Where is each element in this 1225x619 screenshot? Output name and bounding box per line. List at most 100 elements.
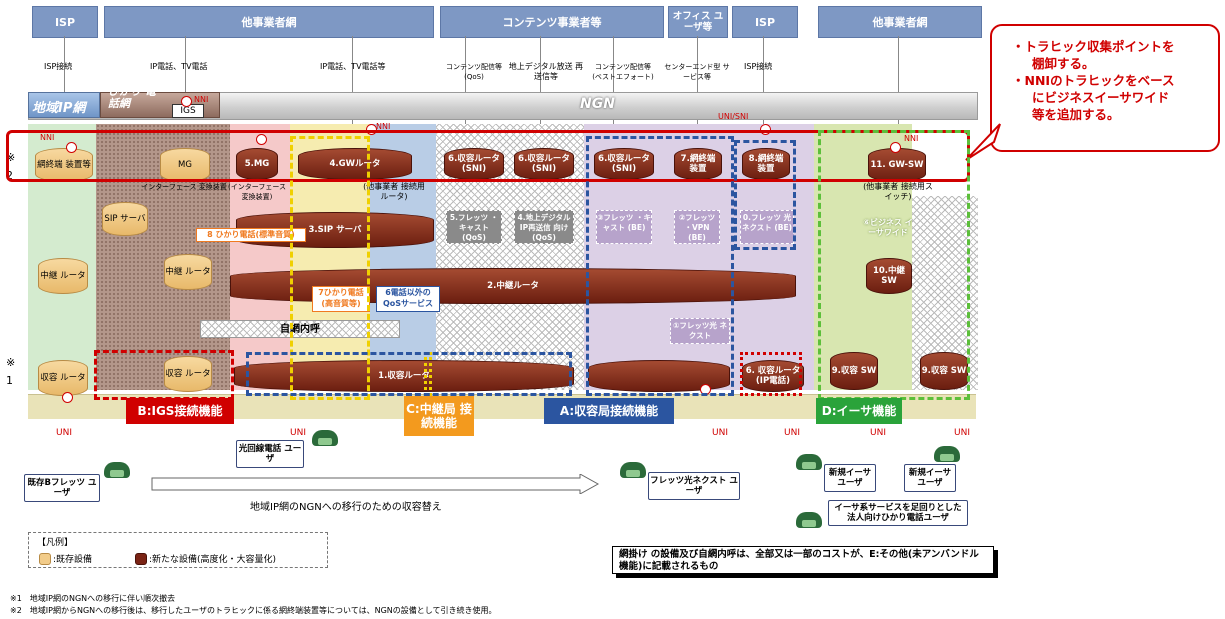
- connector-line: [64, 36, 65, 92]
- service-center-end: センターエンド型 サービス等: [664, 63, 730, 81]
- tag-igs-function: B:IGS接続機能: [126, 398, 234, 424]
- mg-old: MG: [160, 148, 210, 182]
- connector-line: [352, 36, 353, 126]
- function-flets-cast-qos: 5.フレッツ ・キャスト (QoS): [446, 210, 502, 244]
- cost-note-box: 網掛け の設備及び自網内呼は、全部又は一部のコストが、E:その他(未アンバンドル…: [612, 546, 994, 574]
- nni-marker: [66, 142, 77, 153]
- tag-access-function: A:収容局接続機能: [544, 398, 674, 424]
- connector-line: [898, 36, 899, 126]
- function-terrestrial-qos: 4.地上デジタル IP再送信 向け(QoS): [514, 210, 574, 244]
- tag-ether-function: D:イーサ機能: [816, 398, 902, 424]
- pc-icon: [796, 454, 822, 470]
- callout-line: 棚卸する。: [1032, 56, 1095, 71]
- ether-switch-1: 9.収容 SW: [830, 352, 878, 390]
- uni-label: UNI: [870, 428, 886, 438]
- relay-switch: 10.中継 SW: [866, 258, 912, 294]
- legend-title: 【凡例】: [37, 538, 74, 548]
- header-other-carrier-left: 他事業者網: [104, 6, 434, 38]
- service-content-besteffort: コンテンツ配信等 (ベストエフォート): [592, 63, 654, 81]
- phone-icon: [104, 462, 130, 478]
- net-termination-7: 7.網終端 装置: [674, 148, 722, 180]
- callout-pointer: [965, 123, 1001, 161]
- uni-sni-label: UNI/SNI: [718, 112, 749, 121]
- nni-marker: [760, 124, 771, 135]
- self-network-call: 自網内呼: [200, 320, 400, 338]
- legend-old-swatch: [39, 553, 51, 565]
- nni-label: NNI: [40, 133, 55, 142]
- function-hikari-hq: 7ひかり電話 (高音質等): [312, 286, 370, 312]
- interface-converter-new: (インターフェース 変換装置): [228, 183, 286, 201]
- connector-line: [185, 36, 186, 92]
- relay-function-outline: [290, 136, 370, 400]
- header-other-carrier-right: 他事業者網: [818, 6, 982, 38]
- legend-old: :既存設備: [53, 555, 93, 565]
- phone-icon: [312, 430, 338, 446]
- service-content-qos: コンテンツ配信等 (QoS): [446, 63, 502, 81]
- function-business-ether: ⑥ビジネス イーサワイド: [863, 218, 913, 237]
- user-existing-bflets: 既存Bフレッツ ユーザ: [24, 474, 100, 502]
- header-content-providers: コンテンツ事業者等: [440, 6, 664, 38]
- nni-marker: [62, 392, 73, 403]
- hikari-phone-label: ひかり 電話網: [108, 85, 156, 110]
- gw-router: 4.GWルータ: [298, 148, 412, 180]
- nni-label: NNI: [376, 122, 391, 131]
- service-ip-tv-phone: IP電話、TV電話: [150, 62, 208, 71]
- mg-new: 5.MG: [236, 148, 278, 180]
- tag-relay-function: C:中継局 接続機能: [404, 396, 474, 436]
- note-mark-2: ※ 2: [6, 151, 16, 182]
- phone-icon: [620, 462, 646, 478]
- uni-label: UNI: [712, 428, 728, 438]
- access-function-outline: [246, 352, 572, 396]
- access-function-outline-right: [586, 136, 734, 396]
- legend-new-swatch: [135, 553, 147, 565]
- uni-label: UNI: [954, 428, 970, 438]
- function-qos-non-phone: 6電話以外の QoSサービス: [376, 286, 440, 312]
- user-new-ether-2: 新規イーサ ユーザ: [904, 464, 956, 492]
- gw-switch-sublabel: (他事業者 接続用スイッチ): [863, 182, 933, 201]
- access-router-sni: 6.収容ルータ (SNI): [594, 148, 654, 180]
- header-office-users: オフィス ユーザ等: [668, 6, 728, 38]
- connector-line: [540, 36, 541, 126]
- header-isp-left: ISP: [32, 6, 98, 38]
- note-mark-1: ※ 1: [6, 356, 16, 387]
- pc-icon: [934, 446, 960, 462]
- function-flets-vpn-be: ②フレッツ ・VPN (BE): [674, 210, 720, 244]
- uni-label: UNI: [56, 428, 72, 438]
- nni-marker: [181, 96, 192, 107]
- chiiki-ip-band: [28, 92, 100, 118]
- user-new-ether-1: 新規イーサ ユーザ: [824, 464, 876, 492]
- nni-marker: [256, 134, 267, 145]
- legend-new: :新たな設備(高度化・大容量化): [149, 555, 277, 565]
- callout-line: ・トラヒック収集ポイントを: [1012, 39, 1175, 54]
- uni-label: UNI: [784, 428, 800, 438]
- function-hikari-standard: 8 ひかり電話(標準音質): [196, 228, 306, 242]
- migration-arrow: [151, 474, 600, 494]
- migration-label: 地域IP網のNGNへの移行のための収容替え: [250, 502, 442, 513]
- igs-function-outline: [94, 350, 234, 400]
- connector-line: [465, 36, 466, 126]
- ngn-label: NGN: [580, 96, 615, 112]
- access-router-sni: 6.収容ルータ (SNI): [444, 148, 504, 180]
- gw-router-sublabel: (他事業者 接続用ルータ): [363, 182, 425, 201]
- access-function-outline-next: [734, 140, 796, 250]
- nni-label: NNI: [904, 134, 919, 143]
- user-optical-phone: 光回線電話 ユーザ: [236, 440, 304, 468]
- access-router-old-2: 収容 ルータ: [164, 356, 212, 392]
- net-termination-8: 8.網終端 装置: [742, 148, 790, 180]
- sip-server-old: SIP サーバ: [102, 202, 148, 236]
- nni-marker: [890, 142, 901, 153]
- function-flets-cast-be: ③フレッツ ・キャスト (BE): [596, 210, 652, 244]
- nni-marker: [366, 124, 377, 135]
- connector-line: [613, 36, 614, 126]
- function-flets-next: ①フレッツ光 ネクスト: [670, 318, 730, 344]
- relay-router-old: 中継 ルータ: [38, 258, 88, 294]
- connector-line: [697, 36, 698, 126]
- ether-function-outline: [818, 130, 970, 400]
- user-corporate-hikari: イーサ系サービスを足回りとした 法人向けひかり電話ユーザ: [828, 500, 968, 526]
- ip-phone-outline: [740, 352, 802, 396]
- relay-router-old-2: 中継 ルータ: [164, 254, 212, 290]
- phone-icon: [796, 512, 822, 528]
- function-flets-next-be: 0.フレッツ 光ネクスト (BE): [740, 210, 794, 244]
- header-isp-right: ISP: [732, 6, 798, 38]
- access-router-old: 収容 ルータ: [38, 360, 88, 396]
